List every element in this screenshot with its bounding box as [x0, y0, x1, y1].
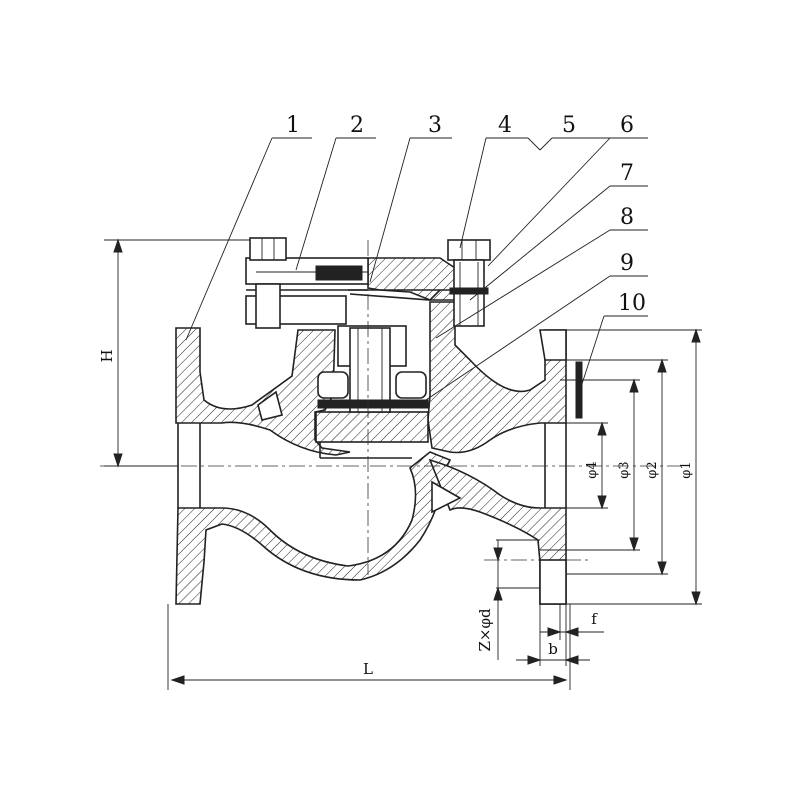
left-void	[257, 390, 283, 421]
right-upper-body	[427, 301, 567, 454]
callout-10: 10	[618, 291, 646, 316]
disc-assembly	[317, 325, 429, 459]
callout-3: 3	[428, 113, 442, 138]
right-nut	[447, 239, 491, 261]
bonnet	[367, 257, 459, 301]
valve-body	[175, 257, 567, 605]
dim-bolt-holes-label: Z×φd	[476, 608, 494, 651]
flange-face	[539, 329, 583, 605]
disc-nut	[317, 371, 349, 399]
dim-b-label: b	[548, 640, 558, 658]
callout-7: 7	[620, 161, 634, 186]
valve-disc	[315, 411, 429, 443]
leader-lines	[185, 137, 648, 405]
left-flange	[175, 327, 351, 456]
dim-f-label: f	[591, 610, 598, 628]
nameplate	[315, 265, 363, 281]
callout-4: 4	[498, 113, 512, 138]
right-void	[431, 480, 462, 514]
dim-height-label: H	[98, 349, 116, 362]
bore	[167, 423, 571, 690]
callout-8: 8	[620, 205, 634, 230]
dim-phi4-label: φ4	[585, 461, 600, 478]
callout-1: 1	[286, 113, 300, 138]
dimension-lines	[104, 238, 702, 685]
dim-phi2-label: φ2	[645, 461, 660, 478]
disc-stem	[349, 327, 391, 413]
left-stud	[255, 283, 281, 329]
dim-length-label: L	[363, 660, 373, 678]
seal-ring	[317, 399, 429, 409]
bolts	[249, 237, 491, 329]
callout-numbers: 1 2 3 4 5 6 7 8 9 10	[286, 113, 646, 316]
dim-phi1-label: φ1	[679, 461, 694, 478]
callout-9: 9	[620, 251, 634, 276]
dimension-labels: H L φ1 φ2 φ3 φ4 Z×φd b f	[98, 349, 694, 678]
nameplate-side	[575, 361, 583, 419]
left-nut	[249, 237, 287, 261]
left-lower-flange	[175, 451, 452, 605]
dim-phi3-label: φ3	[617, 461, 632, 478]
right-washer	[449, 287, 489, 295]
callout-6: 6	[620, 113, 634, 138]
callout-5: 5	[562, 113, 576, 138]
callout-2: 2	[350, 113, 364, 138]
